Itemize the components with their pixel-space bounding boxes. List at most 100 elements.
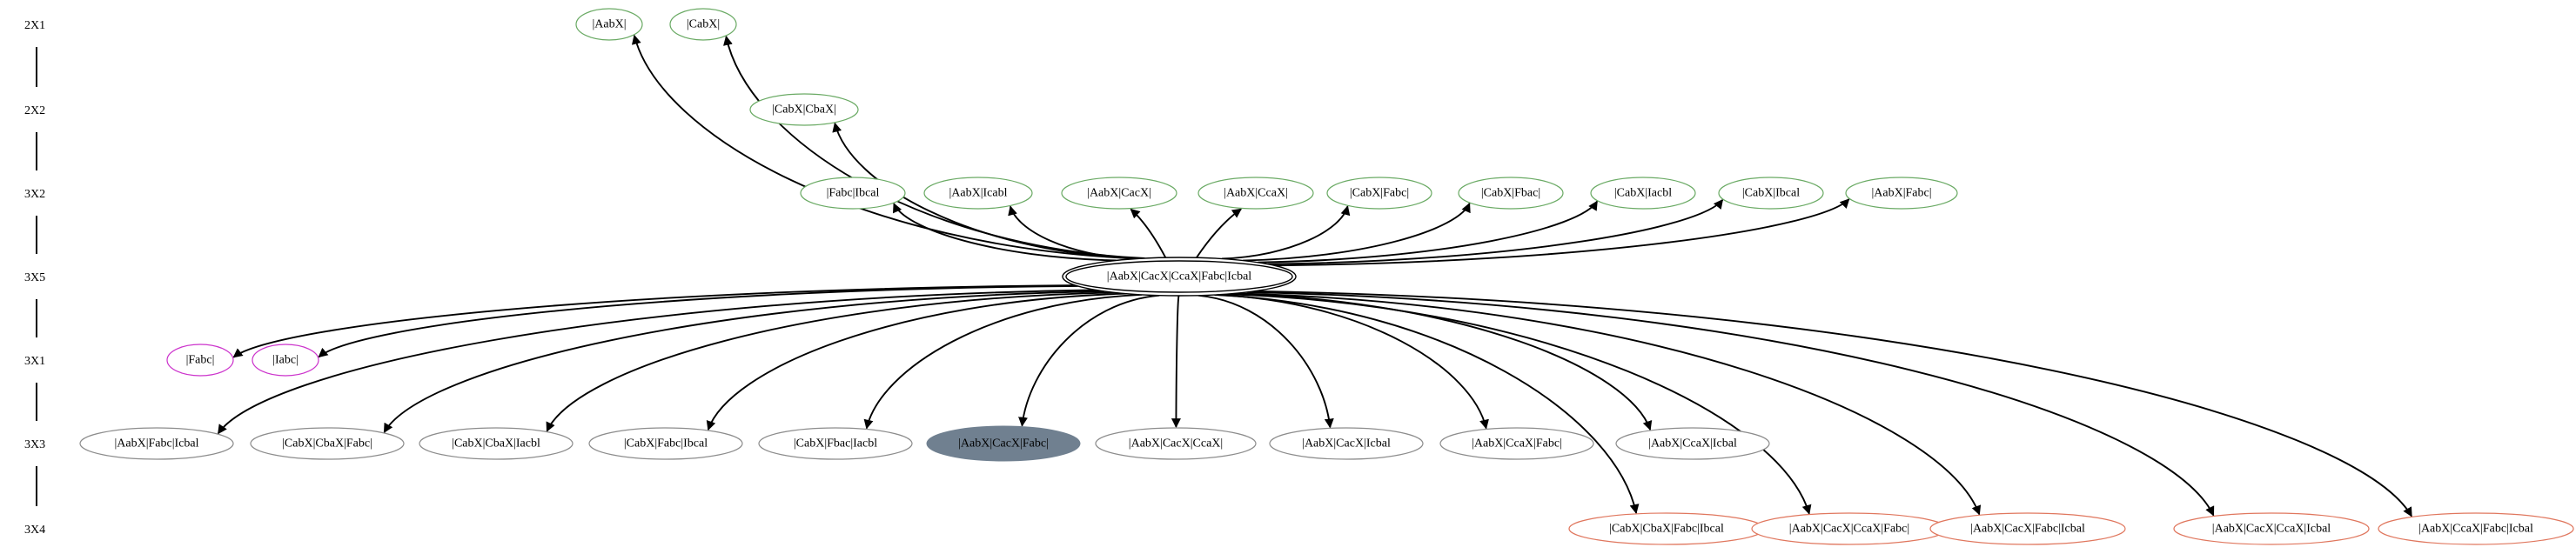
node-shape: [1197, 177, 1314, 210]
node-label: |CabX|Fabc|Ibcal: [624, 437, 708, 451]
node-label: |CabX|Fabc|: [1350, 187, 1409, 200]
edge-n28: [1246, 290, 2215, 517]
node-label: |AabX|CcaX|Fabc|Icbal: [2418, 523, 2533, 536]
node-5[interactable]: |AabX|CacX|: [1061, 177, 1177, 210]
edge-n4: [893, 203, 1117, 262]
edge-n8: [1222, 205, 1351, 260]
node-shape: [1458, 177, 1564, 210]
node-8[interactable]: |CabX|Fbac|: [1458, 177, 1564, 210]
node-label: |Iabc|: [272, 354, 299, 367]
node-label: |CabX|CbaX|Fabc|: [282, 437, 372, 451]
rank-label: 2X2: [24, 104, 45, 117]
edge-n1: [631, 34, 1139, 260]
node-shape: [588, 427, 743, 460]
node-shape: [252, 344, 319, 377]
node-label: |CabX|CbaX|Iacbl: [452, 437, 540, 451]
node-1[interactable]: |CabX|: [669, 8, 737, 41]
rank-label: 3X1: [24, 355, 45, 368]
node-shape: [800, 177, 906, 210]
node-label: |CabX|Fbac|Iacbl: [794, 437, 877, 451]
node-label: |AabX|CacX|Fabc|Icbal: [1970, 523, 2085, 536]
edge-n16: [383, 290, 1105, 434]
node-shape: [1718, 177, 1824, 210]
edge-n9: [1243, 202, 1471, 262]
node-15[interactable]: |CabX|CbaX|Fabc|: [250, 427, 405, 460]
edge-n29: [1254, 290, 2412, 517]
node-label: |AabX|Fabc|Icbal: [114, 437, 198, 451]
edge-n2: [723, 35, 1145, 259]
node-19[interactable]: |AabX|CacX|Fabc|: [926, 425, 1081, 462]
node-shape: [1845, 177, 1958, 210]
edge-n3: [832, 122, 1139, 260]
node-label: |Fabc|Ibcal: [827, 187, 880, 200]
edge-n19: [863, 293, 1143, 430]
node-7[interactable]: |CabX|Fabc|: [1326, 177, 1432, 210]
edge-n14: [318, 284, 1078, 358]
rank-label: 3X4: [24, 524, 45, 537]
node-shape: [166, 344, 234, 377]
node-label: |AabX|Fabc|: [1871, 187, 1931, 200]
node-9[interactable]: |CabX|Iacbl: [1590, 177, 1696, 210]
edge-n20: [1018, 294, 1160, 427]
rank-label: 2X1: [24, 19, 45, 32]
rank-label: 3X3: [24, 438, 45, 451]
node-6[interactable]: |AabX|CcaX|: [1197, 177, 1314, 210]
edge-n15: [217, 289, 1097, 435]
node-shape: [575, 8, 643, 41]
node-shape: [1929, 512, 2126, 545]
node-shape-highlight: [926, 425, 1081, 462]
node-shape: [1269, 427, 1424, 460]
node-label: |CabX|CbaX|: [772, 103, 836, 117]
node-shape: [1615, 427, 1770, 460]
node-26[interactable]: |AabX|CacX|Fabc|Icbal: [1929, 512, 2126, 545]
node-4[interactable]: |AabX|Icabl: [923, 177, 1033, 210]
node-label: |AabX|CacX|CcaX|: [1129, 437, 1223, 451]
node-28[interactable]: |AabX|CcaX|Fabc|Icbal: [2378, 512, 2574, 545]
node-10[interactable]: |CabX|Ibcal: [1718, 177, 1824, 210]
node-20[interactable]: |AabX|CacX|CcaX|: [1095, 427, 1257, 460]
node-shape: [419, 427, 574, 460]
node-label: |AabX|CacX|CcaX|Icbal: [2212, 523, 2331, 536]
node-24[interactable]: |CabX|CbaX|Fabc|Ibcal: [1568, 512, 1765, 545]
node-11[interactable]: |AabX|Fabc|: [1845, 177, 1958, 210]
edge-n22: [1197, 294, 1334, 429]
node-0[interactable]: |AabX|: [575, 8, 643, 41]
edge-n12: [1274, 198, 1850, 267]
node-outline-inner: [1065, 260, 1293, 293]
node-shape: [2378, 512, 2574, 545]
node-label: |Fabc|: [186, 354, 215, 367]
edge-n26: [1225, 293, 1812, 515]
node-label: |AabX|CacX|: [1087, 187, 1151, 200]
node-label: |AabX|CcaX|: [1224, 187, 1288, 200]
node-18[interactable]: |CabX|Fbac|Iacbl: [758, 427, 913, 460]
node-label: |AabX|CcaX|Fabc|: [1472, 437, 1562, 451]
node-shape: [1095, 427, 1257, 460]
node-label: |CabX|CbaX|Fabc|Ibcal: [1609, 523, 1724, 536]
node-25[interactable]: |AabX|CacX|CcaX|Fabc|: [1751, 512, 1948, 545]
node-shape: [250, 427, 405, 460]
node-12[interactable]: |Fabc|: [166, 344, 234, 377]
node-label: |AabX|CacX|CcaX|Fabc|Icbal: [1107, 270, 1252, 284]
node-22[interactable]: |AabX|CcaX|Fabc|: [1439, 427, 1594, 460]
node-23[interactable]: |AabX|CcaX|Icbal: [1615, 427, 1770, 460]
node-27[interactable]: |AabX|CacX|CcaX|Icbal: [2173, 512, 2370, 545]
node-14[interactable]: |AabX|Fabc|Icbal: [79, 427, 234, 460]
node-3[interactable]: |Fabc|Ibcal: [800, 177, 906, 210]
center-node[interactable]: |AabX|CacX|CcaX|Fabc|Icbal: [1062, 257, 1297, 297]
node-shape: [2173, 512, 2370, 545]
node-2[interactable]: |CabX|CbaX|: [749, 93, 859, 126]
node-13[interactable]: |Iabc|: [252, 344, 319, 377]
node-shape: [1061, 177, 1177, 210]
node-label: |AabX|CacX|CcaX|Fabc|: [1789, 523, 1909, 536]
node-17[interactable]: |CabX|Fabc|Ibcal: [588, 427, 743, 460]
edge-n5: [1008, 205, 1137, 260]
node-16[interactable]: |CabX|CbaX|Iacbl: [419, 427, 574, 460]
node-shape: [923, 177, 1033, 210]
node-21[interactable]: |AabX|CacX|Icbal: [1269, 427, 1424, 460]
edge-n11: [1267, 198, 1724, 265]
edge-n6: [1130, 208, 1167, 258]
node-shape: [79, 427, 234, 460]
edges: [217, 34, 2412, 517]
